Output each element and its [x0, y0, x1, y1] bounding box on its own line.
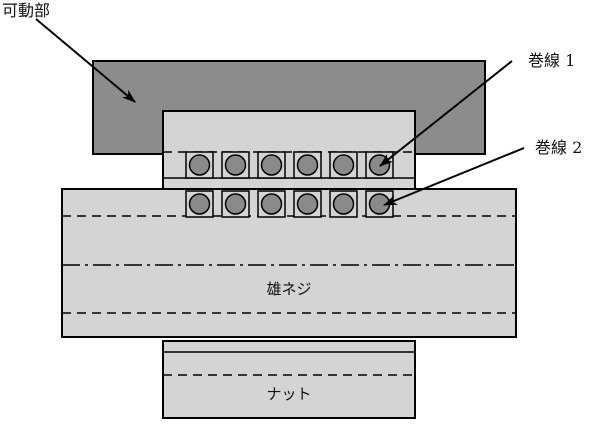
winding-2-coil	[332, 193, 355, 215]
winding-1-coil	[224, 154, 247, 176]
winding-1-label: 巻線 1	[528, 51, 575, 70]
winding-1-coil	[332, 154, 355, 176]
winding-1-coil	[368, 154, 391, 176]
movable-part-label: 可動部	[2, 1, 50, 20]
nut-body	[162, 340, 416, 419]
male-screw-body	[61, 188, 517, 338]
winding-1-coil	[296, 154, 319, 176]
winding-2-coil	[260, 193, 283, 215]
winding-2-coil	[224, 193, 247, 215]
winding-1-coil	[188, 154, 211, 176]
male-screw-label: 雄ネジ	[266, 280, 311, 298]
winding-1-leader-arrow	[379, 60, 513, 167]
movable-part-leader-arrow	[35, 18, 136, 103]
winding-2-leader-arrow	[383, 147, 525, 206]
winding-2-coils	[185, 190, 394, 218]
nut-label: ナット	[266, 385, 311, 403]
winding-2-coil	[188, 193, 211, 215]
winding-2-coil	[296, 193, 319, 215]
winding-2-label: 巻線 2	[535, 138, 582, 157]
winding-1-coils	[185, 151, 394, 179]
winding-1-coil	[260, 154, 283, 176]
